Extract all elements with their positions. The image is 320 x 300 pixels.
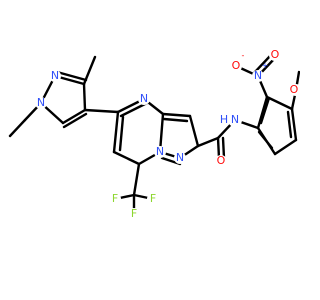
atom-label-f: F [131,207,137,220]
bond [216,136,221,160]
atom-label-o: O [290,83,299,96]
atom-label-n: N [176,151,184,164]
bond [62,112,88,129]
bond [118,115,125,152]
bond [83,108,120,114]
bond [112,150,141,166]
atom-charge-minus: - [242,51,245,60]
bond [55,70,88,82]
bond [252,53,273,75]
atom-label-o: O [232,59,241,72]
bond [61,108,87,125]
atom-labels: N N N N N N H O N + O - O O F F F [35,48,300,220]
bond [112,110,120,154]
bond [188,114,200,148]
bond [286,110,293,139]
bond [119,101,149,118]
bond [265,95,294,111]
atom-label-o: O [271,48,280,61]
molecule-structure-diagram: N N N N N N H O N + O - O O F F F [8,48,300,220]
bond [196,136,220,148]
bond [273,138,298,156]
atom-label-n: N [254,69,262,82]
atom-label-f: F [150,192,156,205]
bond [8,118,27,138]
bond [161,112,192,118]
bond [82,82,87,112]
bond [132,162,141,197]
bond [259,96,271,125]
atom-label-n: N [156,145,164,158]
atom-label-n: N [37,96,45,109]
atom-label-o: O [217,154,226,167]
bond [158,112,165,154]
bond [257,130,274,150]
atom-label-h: H [220,113,228,126]
bond [290,107,298,142]
atom-label-n: N [51,69,59,82]
atom-label-n: N [140,92,148,105]
atom-label-nh: N [231,113,239,126]
atom-charge-plus: + [262,61,269,70]
bond [256,95,269,130]
bond [162,117,189,123]
bond [82,55,97,86]
atom-label-f: F [112,192,118,205]
bond [221,136,226,160]
